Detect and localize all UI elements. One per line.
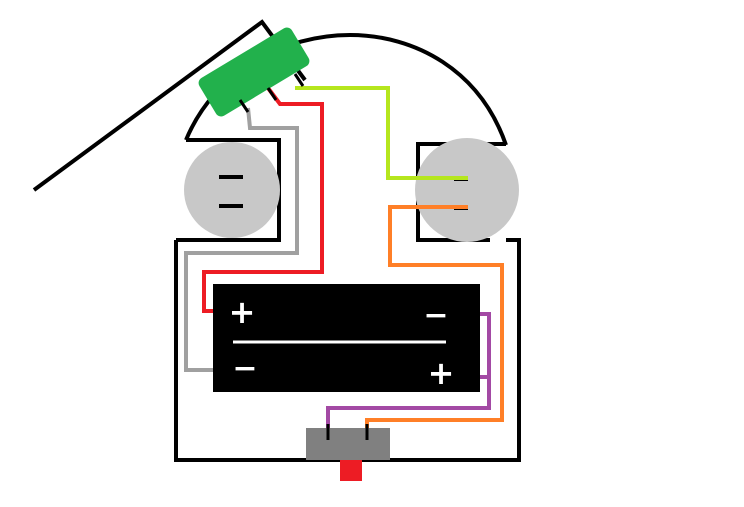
left-motor-terminal-bottom — [219, 204, 243, 208]
battery-bottom-left-symbol: − — [232, 351, 257, 386]
battery-pack: + − − + — [213, 284, 480, 392]
left-motor — [184, 142, 280, 238]
battery-body — [213, 284, 480, 392]
left-motor-body — [184, 142, 280, 238]
green-component-body — [198, 27, 310, 117]
battery-top-left-symbol: + — [229, 293, 256, 331]
green-component — [198, 27, 310, 117]
switch-body — [306, 428, 390, 460]
orange-wire — [365, 205, 504, 437]
chassis-body — [174, 238, 521, 462]
switch-actuator — [340, 460, 362, 481]
battery-top-right-symbol: − — [423, 298, 448, 333]
right-motor-body — [415, 138, 519, 242]
battery-bottom-right-symbol: + — [428, 354, 455, 392]
power-switch — [306, 424, 390, 481]
gray-wire — [184, 107, 299, 372]
purple-wire — [326, 312, 491, 435]
red-wire — [202, 86, 324, 313]
lime-wire — [295, 86, 468, 180]
right-motor — [415, 138, 519, 242]
left-motor-terminal-top — [219, 175, 243, 179]
